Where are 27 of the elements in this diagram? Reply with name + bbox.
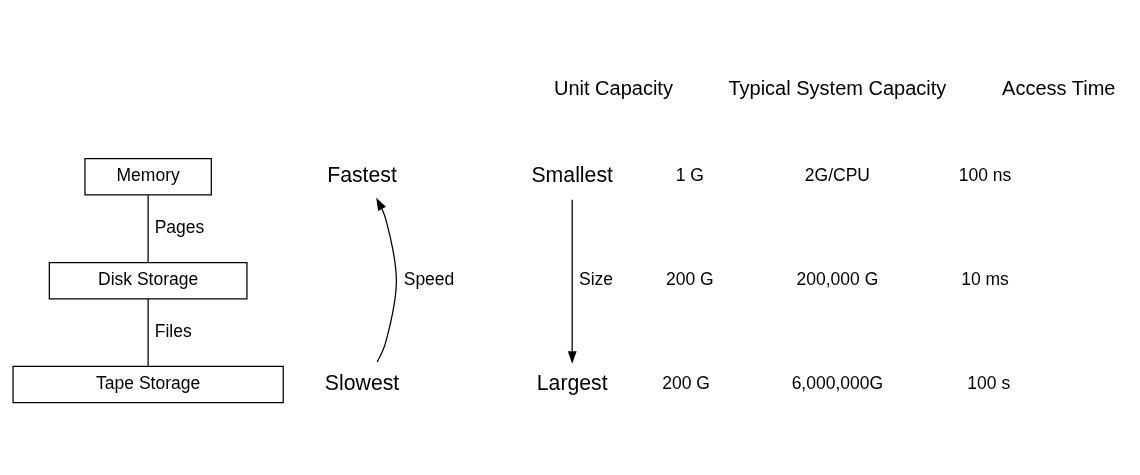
- label: 1 G: [675, 165, 704, 186]
- arrow: [567, 199, 577, 364]
- node-box: Memory: [84, 158, 212, 196]
- node-box: Tape Storage: [12, 365, 284, 404]
- edge-label: Pages: [154, 217, 205, 238]
- label: 100 s: [967, 373, 1011, 394]
- edge-label: Speed: [403, 269, 455, 290]
- label: 100 ns: [958, 165, 1012, 186]
- edge-label: Size: [579, 269, 614, 290]
- arrow: [376, 197, 397, 363]
- edge-label: Files: [154, 321, 192, 342]
- node-text: Slowest: [324, 370, 400, 395]
- label: 200 G: [662, 373, 710, 394]
- label: Unit Capacity: [554, 77, 673, 100]
- label: 6,000,000G: [791, 373, 884, 394]
- label: Typical System Capacity: [728, 77, 947, 100]
- label: 10 ms: [961, 269, 1009, 290]
- label: 200 G: [665, 269, 714, 290]
- connector: [147, 194, 149, 264]
- node-text: Smallest: [531, 162, 613, 187]
- node-text: Largest: [536, 370, 608, 395]
- connector: [147, 298, 149, 367]
- node-box: Disk Storage: [48, 261, 248, 300]
- label: Access Time: [1002, 77, 1116, 100]
- label: 200,000 G: [796, 269, 879, 290]
- node-text: Fastest: [327, 162, 397, 187]
- label: 2G/CPU: [804, 165, 870, 186]
